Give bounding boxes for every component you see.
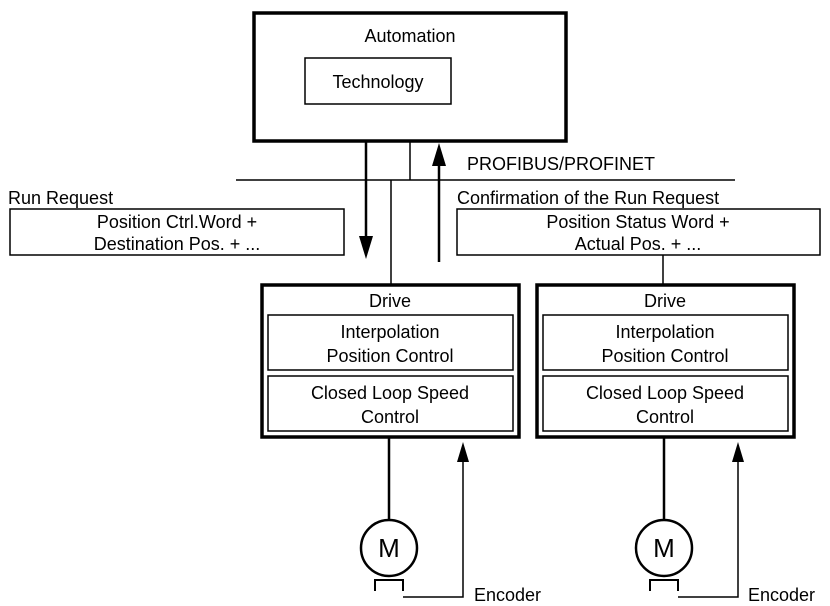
confirmation-box (456, 208, 821, 256)
drive-2: Drive Interpolation Position Control Clo… (535, 283, 815, 605)
drive-1-box (260, 283, 521, 439)
drive-2-interpolation-line-1: Interpolation (615, 322, 714, 342)
run-request-box (9, 208, 345, 256)
drive-1-interpolation-line-2: Position Control (326, 346, 453, 366)
drive-1-motor-symbol (359, 518, 419, 578)
technology-box (304, 57, 452, 105)
drive-1-feedback-line (403, 458, 464, 598)
drive-2-speed-line-2: Control (636, 407, 694, 427)
confirmation-label: Confirmation of the Run Request (457, 188, 719, 208)
drive-1-feedback-arrow-head (457, 442, 469, 462)
bus-label: PROFIBUS/PROFINET (467, 154, 655, 174)
drive-2-feedback-line (678, 458, 739, 598)
run-request-label: Run Request (8, 188, 113, 208)
drive-2-motor-label: M (653, 533, 675, 563)
drive-2-encoder-label: Encoder (748, 585, 815, 605)
confirmation-line-1: Position Status Word + (546, 212, 729, 232)
run-request-line-1: Position Ctrl.Word + (97, 212, 257, 232)
technology-label: Technology (332, 72, 423, 92)
drive-2-speed-box (542, 375, 789, 432)
drive-2-title: Drive (644, 291, 686, 311)
drive-1: Drive Interpolation Position Control Clo… (260, 283, 541, 605)
drive-2-motor-symbol (634, 518, 694, 578)
automation-title: Automation (364, 26, 455, 46)
drive-1-interpolation-line-1: Interpolation (340, 322, 439, 342)
drive-1-motor-label: M (378, 533, 400, 563)
drive-1-speed-line-2: Control (361, 407, 419, 427)
drive-1-speed-box (267, 375, 514, 432)
drive-2-feedback-arrow-head (732, 442, 744, 462)
drive-2-interpolation-box (542, 314, 789, 371)
drive-1-encoder-label: Encoder (474, 585, 541, 605)
drive-2-interpolation-line-2: Position Control (601, 346, 728, 366)
drive-1-encoder-symbol (374, 579, 404, 591)
drive-1-title: Drive (369, 291, 411, 311)
drive-1-interpolation-box (267, 314, 514, 371)
drive-2-box (535, 283, 796, 439)
run-request-line-2: Destination Pos. + ... (94, 234, 261, 254)
run-request-arrow-head (359, 236, 373, 259)
drive-2-speed-line-1: Closed Loop Speed (586, 383, 744, 403)
confirmation-line-2: Actual Pos. + ... (575, 234, 702, 254)
confirmation-arrow-head (432, 143, 446, 166)
drive-2-encoder-symbol (649, 579, 679, 591)
drive-1-speed-line-1: Closed Loop Speed (311, 383, 469, 403)
